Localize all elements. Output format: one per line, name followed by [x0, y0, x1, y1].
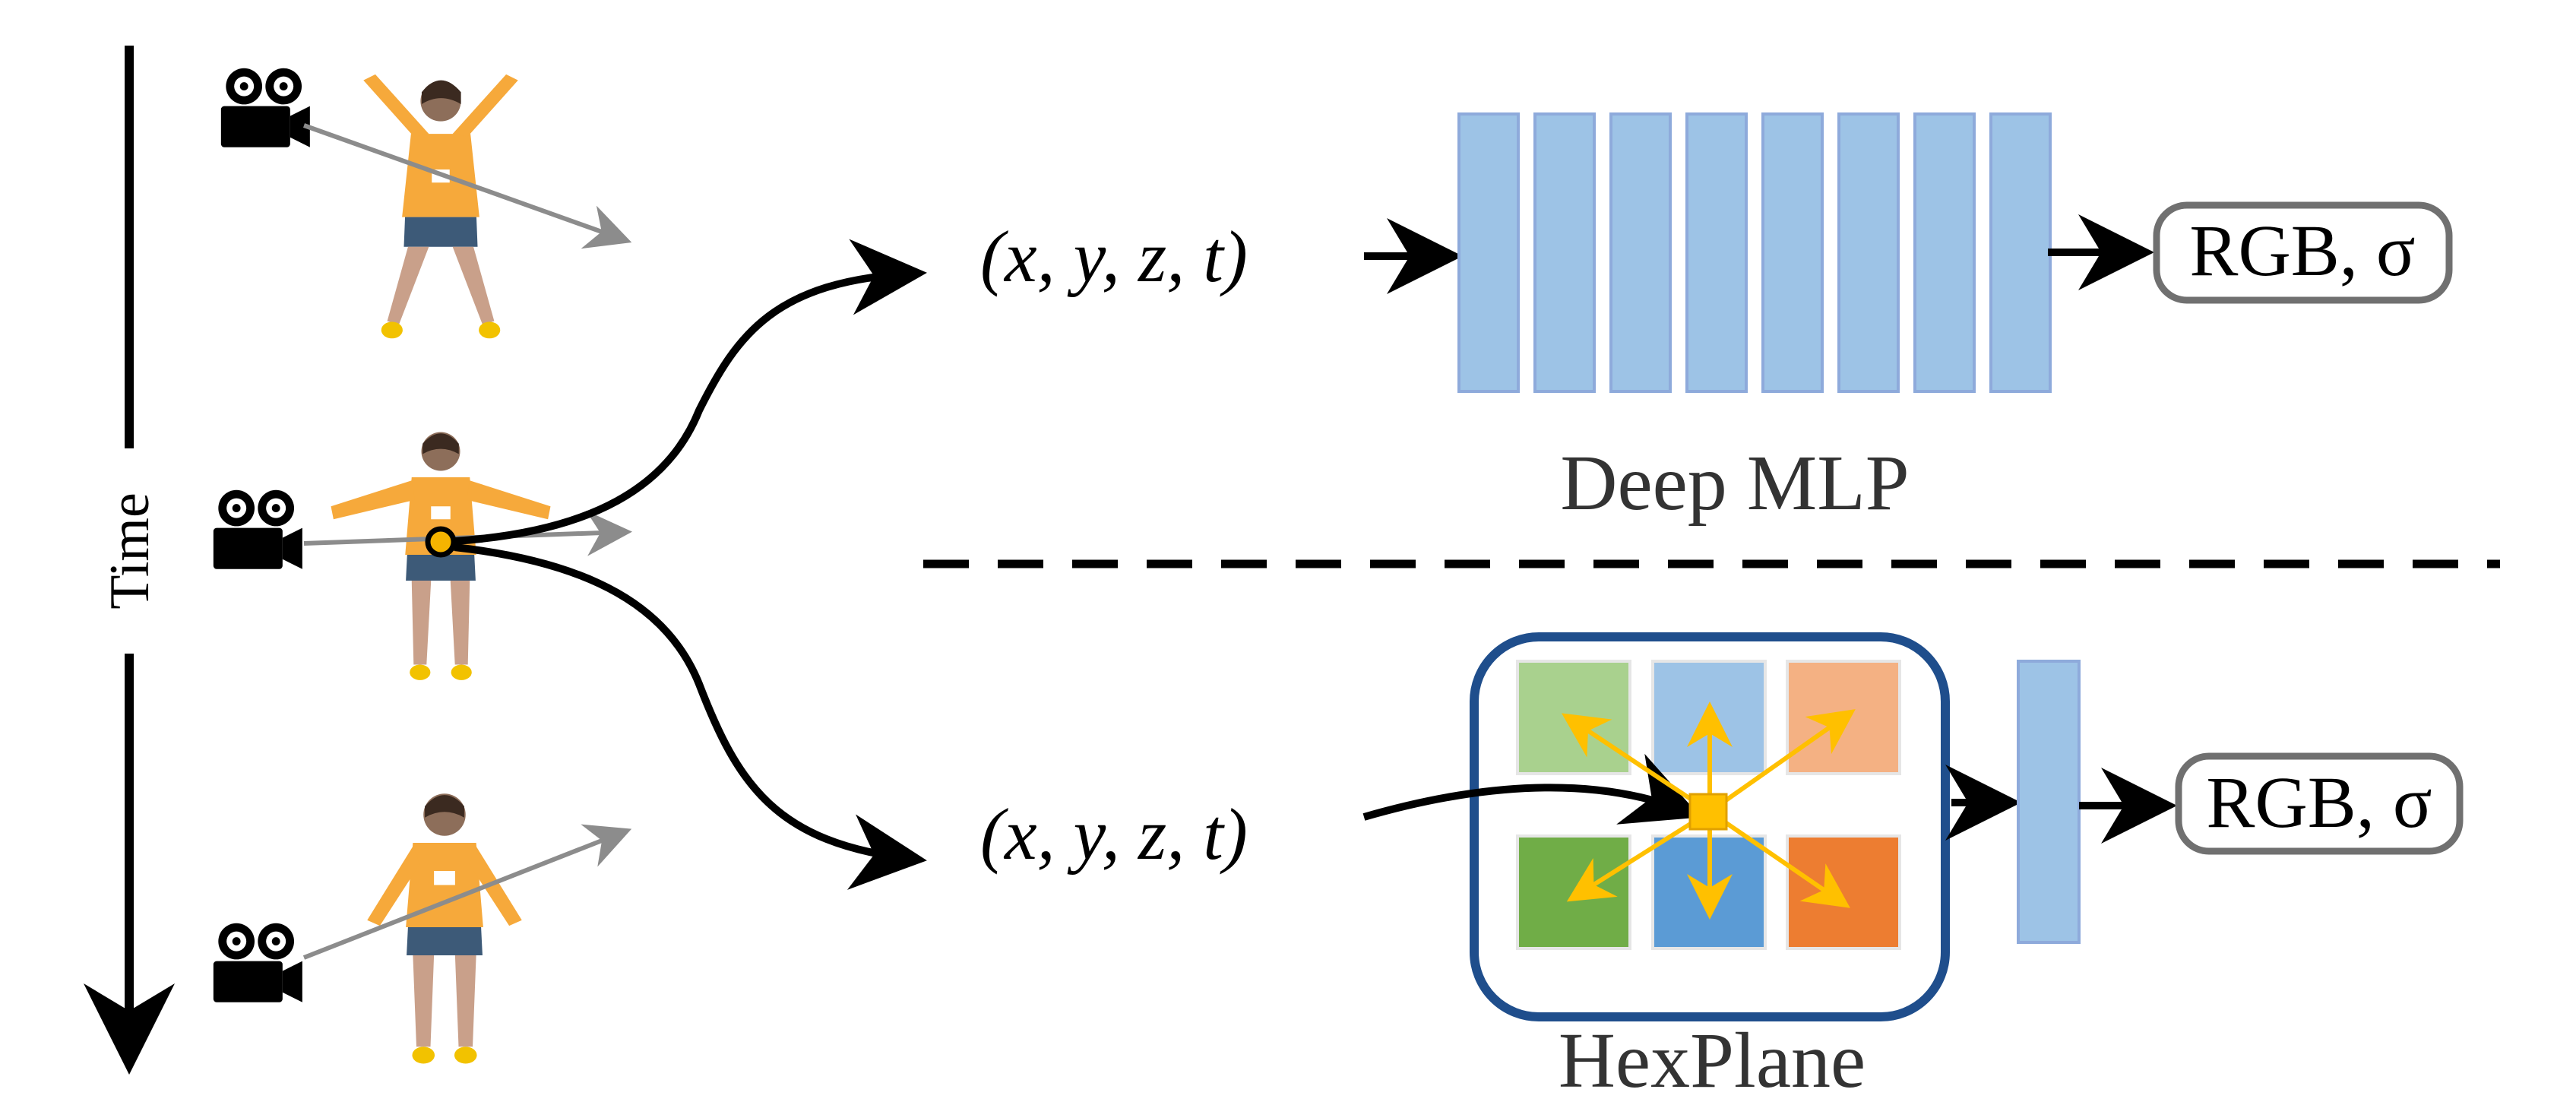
top-output-label: RGB, σ: [2189, 210, 2415, 291]
time-axis: Time: [84, 46, 175, 1075]
connector-to-mlp: [454, 239, 927, 545]
mlp-layer: [1609, 112, 1672, 393]
query-arrow: [1708, 809, 1850, 908]
plane-xy: [1516, 660, 1631, 775]
camera-icon: [213, 923, 302, 1002]
time-axis-label: Time: [99, 492, 161, 610]
bottom-branch: (x, y, z, t) HexPlane RGB, σ: [980, 632, 2464, 1102]
camera-icon: [213, 489, 302, 569]
camera-icon: [220, 68, 310, 147]
camera-ray: [302, 824, 632, 960]
plane-zt: [1516, 834, 1631, 950]
mlp-layers: [1457, 112, 2052, 393]
top-branch: (x, y, z, t) Deep MLP RGB, σ: [980, 112, 2453, 527]
query-arrow: [1566, 809, 1711, 902]
person-arms-down: [367, 793, 522, 1064]
query-arrow: [1708, 709, 1856, 814]
frame-3: [213, 793, 632, 1064]
query-arrow: [1562, 713, 1711, 814]
mlp-layer: [1685, 112, 1748, 393]
plane-xt: [1786, 834, 1901, 950]
camera-ray: [302, 123, 632, 249]
bottom-output-box: [2175, 752, 2464, 855]
arrow-into-hexplane: [1362, 753, 1701, 825]
mlp-layer: [1837, 112, 1900, 393]
mlp-layer: [1457, 112, 1520, 393]
person-arms-up: [363, 74, 518, 339]
connector-to-hexplane: [454, 543, 927, 890]
bottom-input-label: (x, y, z, t): [980, 793, 1248, 875]
mlp-label: Deep MLP: [1560, 439, 1909, 527]
hexplane-label: HexPlane: [1559, 1017, 1866, 1102]
frame-1: [220, 68, 632, 339]
mlp-layer: [1913, 112, 1976, 393]
bottom-output-label: RGB, σ: [2206, 762, 2432, 843]
frame-2: [213, 432, 632, 680]
mlp-layer: [1989, 112, 2052, 393]
mlp-layer: [1761, 112, 1824, 393]
plane-query-arrows: [1562, 701, 1856, 920]
query-cube: [1688, 793, 1728, 831]
mlp-layer: [1533, 112, 1596, 393]
sample-point: [425, 526, 457, 558]
top-input-label: (x, y, z, t): [980, 216, 1248, 297]
top-output-box: [2153, 201, 2453, 304]
mlp-head-layer: [2017, 660, 2081, 944]
